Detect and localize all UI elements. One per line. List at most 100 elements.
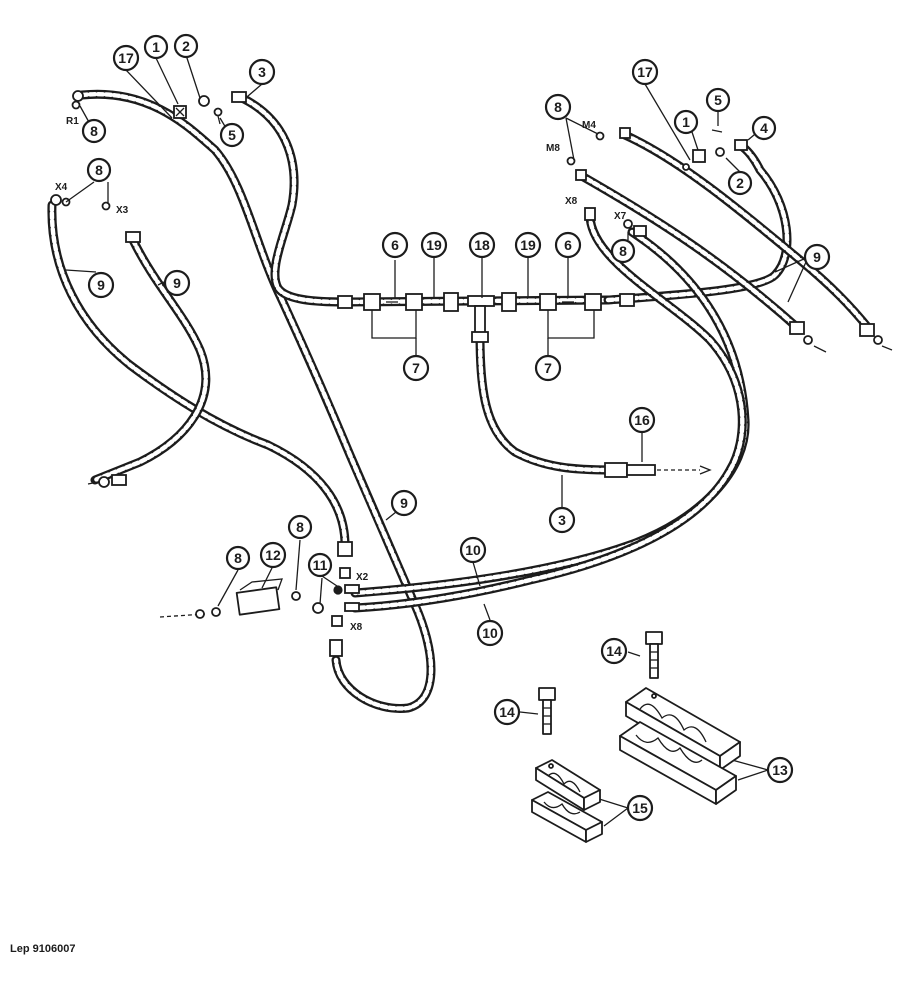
callout-6: 6 bbox=[381, 231, 409, 259]
hose-18-down bbox=[477, 332, 615, 473]
fitting-2a bbox=[198, 95, 210, 107]
svg-text:7: 7 bbox=[412, 360, 420, 376]
drawing-reference: Lep 9106007 bbox=[10, 943, 76, 955]
block-12 bbox=[235, 586, 281, 616]
x3-end-nut bbox=[111, 474, 127, 486]
x8-fitting-11 bbox=[312, 602, 324, 614]
hose-x4 bbox=[47, 200, 350, 550]
m8-fitting bbox=[575, 169, 587, 181]
callout-7: 7 bbox=[534, 354, 562, 382]
callout-14: 14 bbox=[600, 637, 628, 665]
coupling bbox=[619, 293, 635, 307]
coupling bbox=[337, 295, 353, 309]
svg-text:14: 14 bbox=[606, 643, 622, 659]
callout-9: 9 bbox=[390, 489, 418, 517]
clamp-block-13 bbox=[619, 687, 741, 805]
end-16-fitting bbox=[626, 464, 656, 476]
callout-8: 8 bbox=[86, 157, 112, 183]
coupling bbox=[443, 292, 459, 312]
r1-fitting bbox=[72, 90, 84, 102]
port-label-x4: X4 bbox=[55, 182, 68, 193]
hose-x7 bbox=[352, 229, 748, 596]
svg-text:1: 1 bbox=[152, 39, 160, 55]
x7-fitting bbox=[633, 225, 647, 237]
fitting-2b bbox=[715, 147, 725, 157]
hose-r1-long bbox=[77, 89, 436, 713]
hose-r1-long bbox=[79, 91, 434, 711]
fitting-5a bbox=[217, 115, 221, 125]
x3-end bbox=[98, 476, 110, 488]
svg-text:17: 17 bbox=[637, 64, 653, 80]
svg-text:1: 1 bbox=[682, 114, 690, 130]
callout-8: 8 bbox=[81, 118, 107, 144]
svg-text:14: 14 bbox=[499, 704, 515, 720]
tee-nut bbox=[471, 331, 489, 343]
svg-text:15: 15 bbox=[632, 800, 648, 816]
svg-text:16: 16 bbox=[634, 412, 650, 428]
tee-stem bbox=[474, 305, 486, 335]
plug bbox=[195, 609, 205, 619]
clamp-block-15 bbox=[531, 759, 603, 843]
port-label-m8: M8 bbox=[546, 143, 560, 154]
callout-13: 13 bbox=[766, 756, 794, 784]
x8-nut bbox=[331, 615, 343, 627]
end-16-fitting bbox=[604, 462, 628, 478]
callout-7: 7 bbox=[402, 354, 430, 382]
callout-17: 17 bbox=[631, 58, 659, 86]
port-labels: R1 X4 X3 M4 M8 X8 X7 X2 X8 bbox=[55, 116, 627, 633]
coupling bbox=[501, 292, 517, 312]
callout-9: 9 bbox=[163, 269, 191, 297]
callout-2: 2 bbox=[173, 33, 199, 59]
callout-8: 8 bbox=[544, 93, 572, 121]
hose-m8 bbox=[577, 172, 803, 333]
r1-end bbox=[329, 639, 343, 657]
x4-fitting bbox=[50, 194, 62, 206]
svg-text:8: 8 bbox=[234, 550, 242, 566]
fitting-17a-block bbox=[175, 107, 185, 117]
m4-end-cap bbox=[873, 335, 883, 345]
x8-fitting bbox=[584, 207, 596, 221]
bolt-14-right bbox=[645, 631, 663, 679]
svg-text:6: 6 bbox=[391, 237, 399, 253]
svg-text:5: 5 bbox=[228, 127, 236, 143]
svg-text:10: 10 bbox=[465, 542, 481, 558]
port-label-x8: X8 bbox=[350, 622, 363, 633]
port-label-x3: X3 bbox=[116, 205, 129, 216]
callout-10: 10 bbox=[459, 536, 487, 564]
svg-text:8: 8 bbox=[95, 162, 103, 178]
fitting-1b-block bbox=[692, 149, 706, 163]
svg-text:10: 10 bbox=[482, 625, 498, 641]
svg-text:9: 9 bbox=[400, 495, 408, 511]
callout-14: 14 bbox=[493, 698, 521, 726]
washer-8 bbox=[291, 591, 301, 601]
coupling bbox=[363, 293, 381, 311]
svg-text:3: 3 bbox=[258, 64, 266, 80]
hose-x7 bbox=[350, 227, 750, 598]
svg-text:12: 12 bbox=[265, 547, 281, 563]
end-4 bbox=[734, 139, 748, 151]
x2-nut bbox=[339, 567, 351, 579]
end-fittings bbox=[50, 90, 893, 657]
fitting-5b bbox=[711, 129, 723, 133]
callout-1: 1 bbox=[673, 109, 699, 135]
x3-fitting bbox=[125, 231, 141, 243]
x4-end bbox=[337, 541, 353, 557]
svg-text:9: 9 bbox=[813, 249, 821, 265]
washer-8b bbox=[211, 607, 221, 617]
hose-3-upper bbox=[237, 94, 348, 305]
flow-arrow bbox=[881, 345, 893, 351]
svg-text:9: 9 bbox=[173, 275, 181, 291]
end-16-arrow bbox=[699, 465, 712, 475]
hose-x4 bbox=[49, 202, 348, 548]
svg-text:13: 13 bbox=[772, 762, 788, 778]
svg-text:17: 17 bbox=[118, 50, 134, 66]
svg-text:5: 5 bbox=[714, 92, 722, 108]
svg-text:3: 3 bbox=[558, 512, 566, 528]
svg-text:4: 4 bbox=[760, 120, 768, 136]
end-3a bbox=[231, 91, 247, 103]
callout-16: 16 bbox=[628, 406, 656, 434]
x8-nipple bbox=[344, 602, 360, 612]
hose-m4 bbox=[622, 132, 873, 333]
svg-text:18: 18 bbox=[474, 237, 490, 253]
